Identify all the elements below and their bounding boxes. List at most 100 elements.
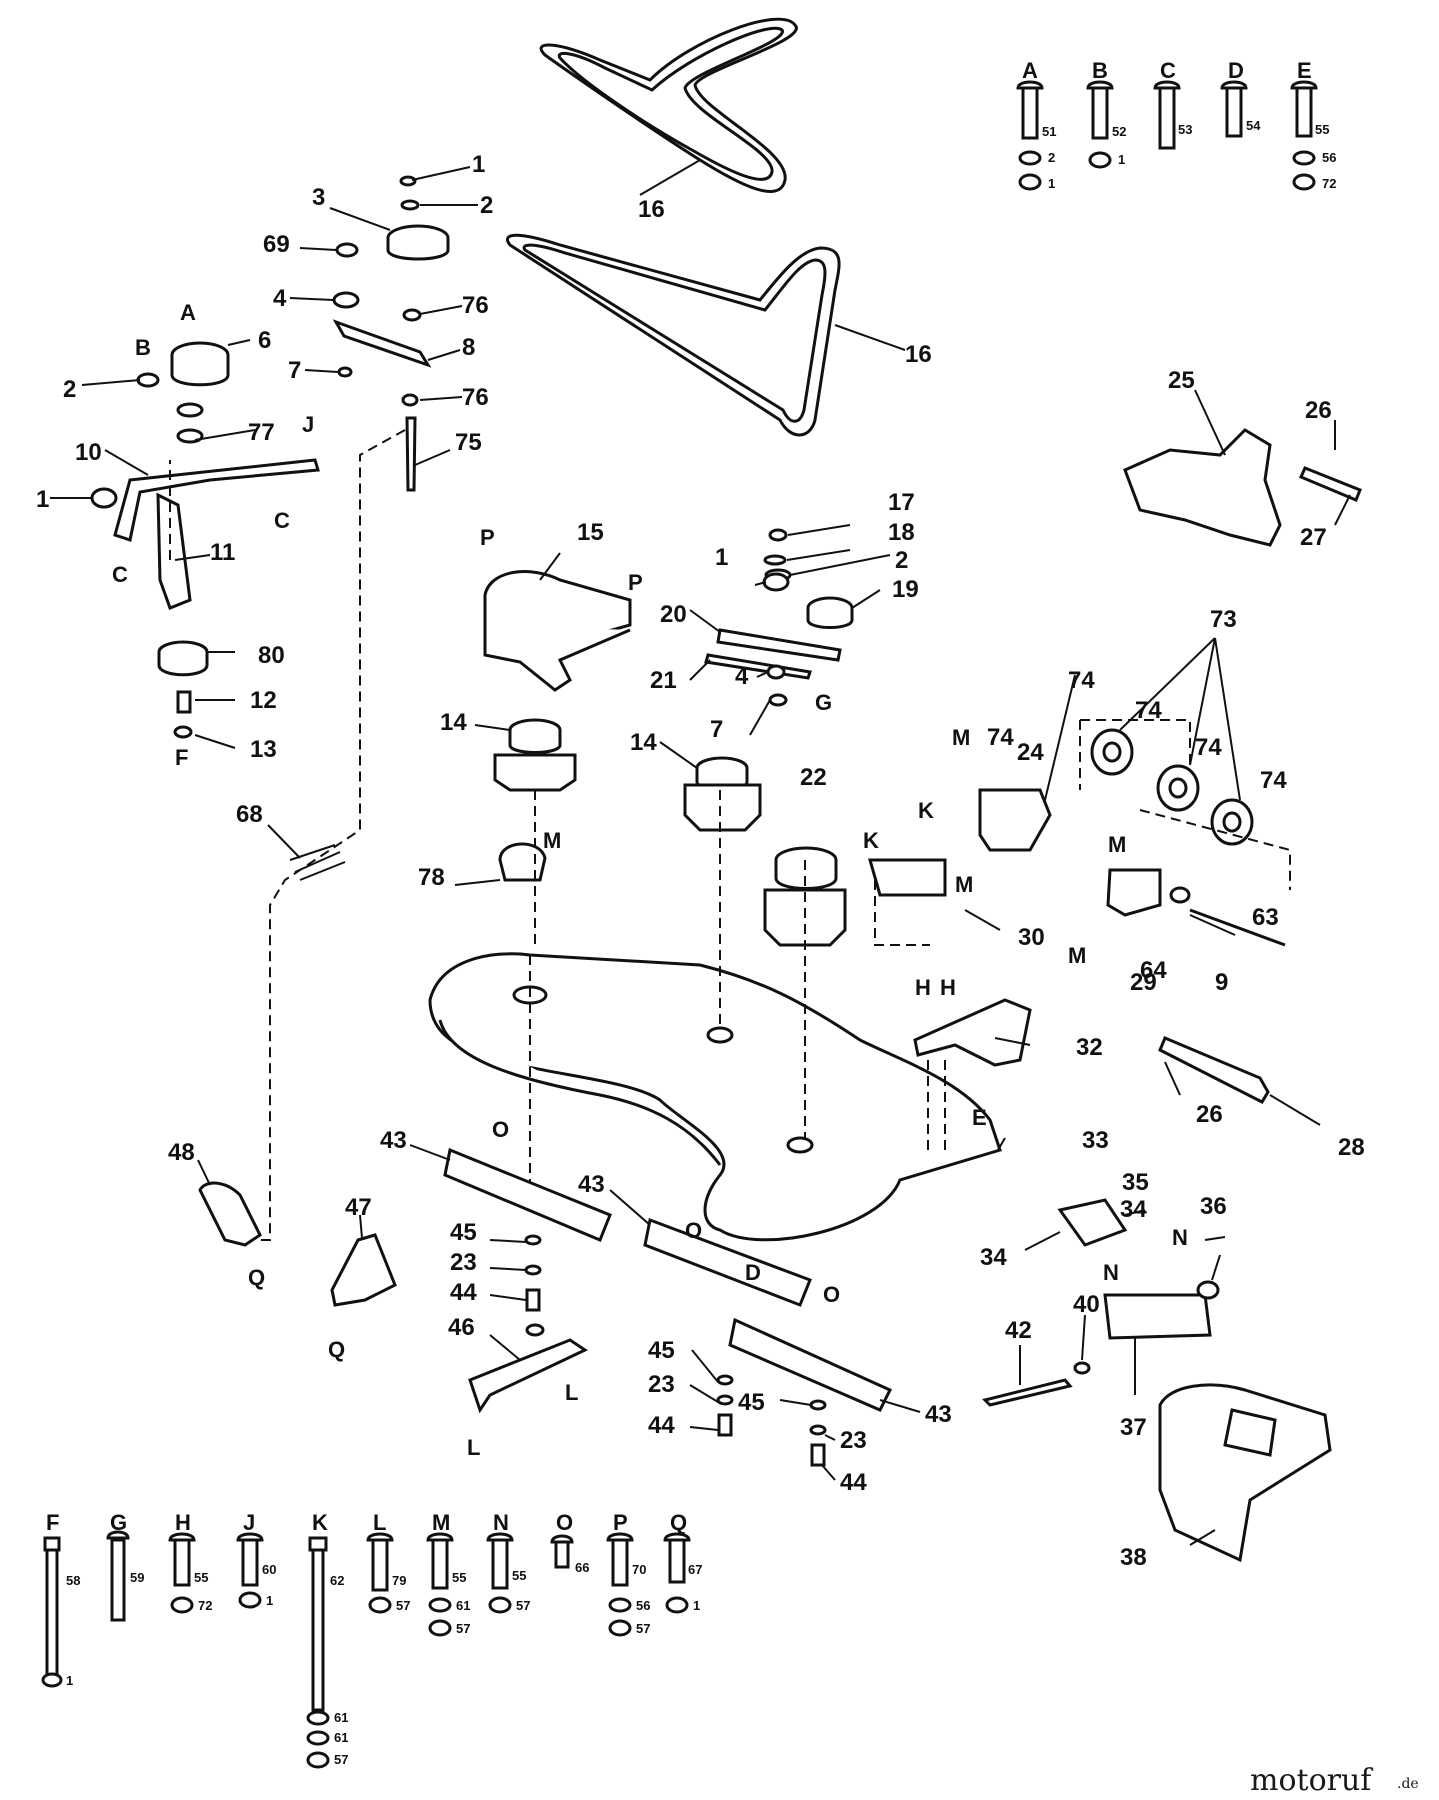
letter-mark: O [685, 1218, 702, 1243]
letter-mark: K [918, 798, 934, 823]
svg-text:61: 61 [456, 1598, 470, 1613]
callout: 69 [263, 231, 290, 258]
svg-text:1: 1 [66, 1673, 73, 1688]
callout-labels: 1 2 3 69 4 76 8 6 7 76 2 77 10 1 75 11 8… [36, 151, 1365, 1571]
hardware-P: P 70 56 57 [606, 1510, 650, 1637]
letter-mark: H [940, 975, 956, 1000]
svg-text:K: K [312, 1510, 328, 1535]
callout: 13 [250, 736, 277, 763]
svg-text:70: 70 [632, 1562, 646, 1577]
svg-text:55: 55 [1315, 122, 1329, 137]
mower-deck [428, 790, 1002, 1242]
svg-text:M: M [432, 1510, 450, 1535]
svg-text:57: 57 [516, 1598, 530, 1613]
callout: 32 [1076, 1034, 1103, 1061]
belt-guard [483, 570, 632, 692]
callout: 45 [738, 1389, 765, 1416]
deck-bracket-47 [330, 1233, 397, 1307]
callout: 34 [1120, 1196, 1147, 1223]
letter-mark: L [565, 1380, 578, 1405]
letter-mark: L [467, 1435, 480, 1460]
callout: 23 [840, 1427, 867, 1454]
svg-text:57: 57 [334, 1752, 348, 1767]
callout: 48 [168, 1139, 195, 1166]
callout: 6 [258, 327, 271, 354]
callout: 21 [650, 667, 677, 694]
idler-arm-assembly [90, 341, 320, 739]
chute-bracket [913, 998, 1032, 1150]
svg-text:54: 54 [1246, 118, 1261, 133]
hardware-N: N 55 57 [486, 1510, 530, 1614]
letter-mark: M [543, 828, 561, 853]
svg-text:61: 61 [334, 1730, 348, 1745]
letter-mark: P [628, 570, 643, 595]
callout: 42 [1005, 1317, 1032, 1344]
callout: 4 [273, 285, 287, 312]
svg-text:E: E [1297, 58, 1312, 83]
callout: 44 [840, 1469, 867, 1496]
blades [443, 1147, 893, 1414]
svg-text:G: G [110, 1510, 127, 1535]
discharge-parts [982, 1198, 1332, 1563]
callout: 34 [980, 1244, 1007, 1271]
callout: 43 [380, 1127, 407, 1154]
callout: 12 [250, 687, 277, 714]
callout: 74 [1068, 667, 1095, 694]
hardware-J: J 60 1 [236, 1510, 276, 1609]
watermark-suffix: .de [1397, 1776, 1419, 1792]
svg-text:53: 53 [1178, 122, 1192, 137]
letter-mark: B [135, 335, 151, 360]
letter-mark: M [1108, 832, 1126, 857]
hardware-O: O 66 [550, 1510, 589, 1575]
letter-mark: P [480, 525, 495, 550]
callout: 23 [648, 1371, 675, 1398]
hardware-F: F 58 1 [41, 1510, 80, 1688]
svg-text:C: C [1160, 58, 1176, 83]
svg-text:59: 59 [130, 1570, 144, 1585]
callout: 64 [1140, 957, 1167, 984]
callout: 26 [1305, 397, 1332, 424]
svg-text:66: 66 [575, 1560, 589, 1575]
svg-text:B: B [1092, 58, 1108, 83]
hardware-Q: Q 67 1 [663, 1510, 702, 1614]
spindle-housing-left [493, 718, 577, 792]
callout: 47 [345, 1194, 372, 1221]
letter-mark: J [302, 412, 314, 437]
callout: 28 [1338, 1134, 1365, 1161]
hardware-E: E 55 56 72 [1290, 58, 1336, 191]
callout: 4 [735, 663, 749, 690]
letter-mark: G [815, 690, 832, 715]
watermark: motoruf .de [1250, 1763, 1419, 1798]
letter-mark: N [1172, 1225, 1188, 1250]
rods [1158, 466, 1362, 1104]
callout: 22 [800, 764, 827, 791]
callout: 45 [450, 1219, 477, 1246]
callout: 43 [925, 1401, 952, 1428]
leader-lines [50, 159, 1351, 1546]
letter-marks: A B J C C F P P G M M K K M M M H H E O … [112, 300, 1188, 1460]
letter-mark: D [745, 1260, 761, 1285]
hardware-G: G 59 [106, 1510, 144, 1622]
callout: 74 [1195, 734, 1222, 761]
letter-mark: F [175, 745, 188, 770]
callout: 46 [448, 1314, 475, 1341]
pulley-stack-upper [332, 175, 450, 492]
svg-text:F: F [46, 1510, 59, 1535]
callout: 25 [1168, 367, 1195, 394]
callout: 2 [63, 376, 76, 403]
svg-text:1: 1 [693, 1598, 700, 1613]
lower-belt [506, 233, 841, 437]
callout: 74 [1135, 697, 1162, 724]
svg-text:H: H [175, 1510, 191, 1535]
tension-rod [169, 429, 406, 1241]
callout: 14 [630, 729, 657, 756]
callout: 7 [288, 357, 301, 384]
letter-mark: N [1103, 1260, 1119, 1285]
right-pulley-group [704, 528, 854, 707]
callout: 24 [1017, 739, 1044, 766]
callout: 1 [715, 544, 728, 571]
svg-text:L: L [373, 1510, 386, 1535]
callout: 27 [1300, 524, 1327, 551]
callout: 26 [1196, 1101, 1223, 1128]
callout: 44 [450, 1279, 477, 1306]
